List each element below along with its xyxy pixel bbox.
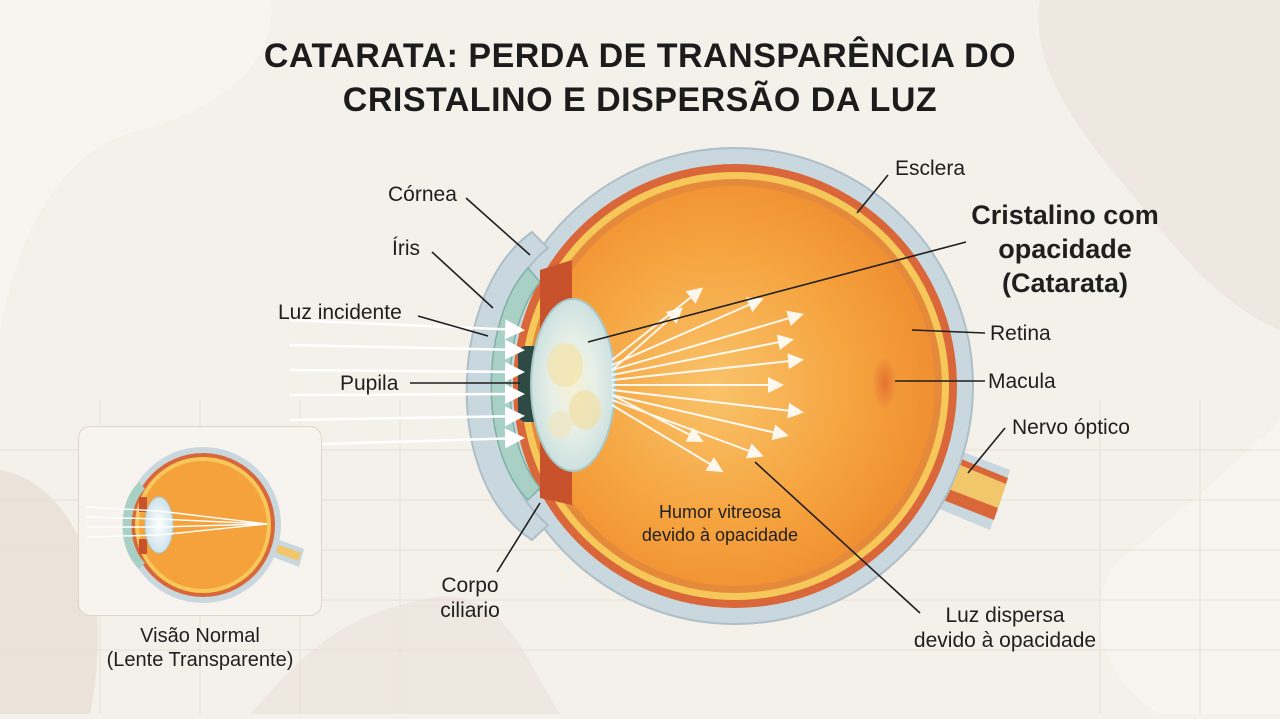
normal-eye-illustration: [86, 447, 304, 603]
title-line-1: CATARATA: PERDA DE TRANSPARÊNCIA DO: [263, 37, 1017, 75]
title-line-2: CRISTALINO E DISPERSÃO DA LUZ: [342, 81, 938, 119]
macula: [873, 357, 897, 409]
label-sclera: Esclera: [895, 157, 966, 180]
label-scattered-light: Luz dispersa devido à opacidade: [913, 604, 1097, 652]
label-cataract-lens: Cristalino com opacidade (Catarata): [971, 200, 1159, 298]
leader-lines: [410, 174, 1006, 614]
label-pupil: Pupila: [340, 372, 399, 395]
label-retina: Retina: [990, 322, 1051, 345]
incident-light-rays: [289, 318, 525, 449]
normal-vision-inset: [78, 426, 322, 616]
label-optic-nerve: Nervo óptico: [1012, 416, 1130, 439]
label-ciliary-body: Corpo ciliario: [440, 574, 500, 622]
label-vitreous-humor: Humor vitreosa devido à opacidade: [641, 502, 799, 545]
label-macula: Macula: [988, 370, 1056, 393]
cataract-lens: [530, 298, 616, 472]
diagram-title: CATARATA: PERDA DE TRANSPARÊNCIA DO CRIS…: [200, 34, 1080, 122]
label-incident-light: Luz incidente: [278, 301, 402, 324]
normal-vision-caption: Visão Normal (Lente Transparente): [106, 625, 294, 671]
label-cornea: Córnea: [388, 183, 457, 206]
label-iris: Íris: [392, 237, 420, 260]
